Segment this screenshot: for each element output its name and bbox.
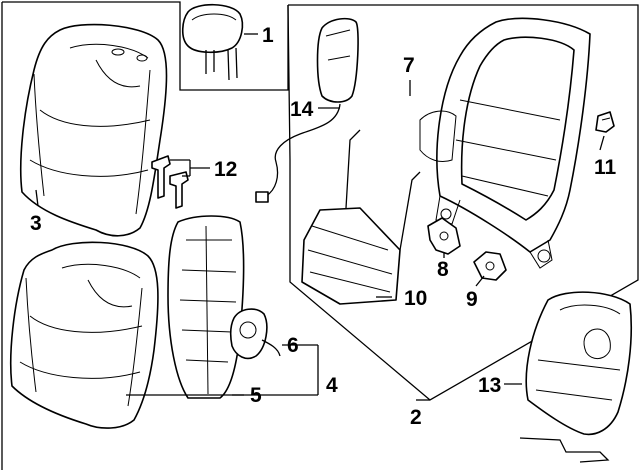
leader-lines [35, 33, 605, 401]
callout-13: 13 [478, 374, 501, 397]
callout-14: 14 [290, 98, 314, 121]
group-outline-headrest [1, 1, 289, 470]
lumbar-panel-part [301, 129, 421, 305]
callout-12: 12 [214, 158, 237, 181]
back-panel-part [519, 291, 633, 463]
side-airbag-part [255, 17, 359, 203]
callout-5: 5 [250, 384, 262, 407]
callout-6: 6 [287, 334, 299, 357]
lumbar-motor-part [229, 308, 281, 360]
callout-3: 3 [30, 212, 42, 235]
seatback-cover-lower-part [9, 241, 159, 429]
callout-10: 10 [404, 287, 427, 310]
callout-9: 9 [466, 288, 478, 311]
callout-8: 8 [437, 258, 449, 281]
callout-2: 2 [410, 406, 422, 429]
callout-1: 1 [262, 24, 274, 47]
seatback-cover-upper-part [19, 23, 168, 237]
bracket-part-9 [473, 251, 507, 281]
callout-11: 11 [594, 156, 617, 179]
callout-7: 7 [403, 54, 415, 77]
seatback-frame-part [419, 17, 591, 269]
seatback-pad-part [167, 215, 245, 399]
headrest-part [181, 3, 244, 81]
callout-4: 4 [326, 374, 338, 397]
clip-part [151, 155, 189, 209]
bracket-part-8 [427, 217, 461, 255]
small-clip-part [595, 111, 615, 133]
